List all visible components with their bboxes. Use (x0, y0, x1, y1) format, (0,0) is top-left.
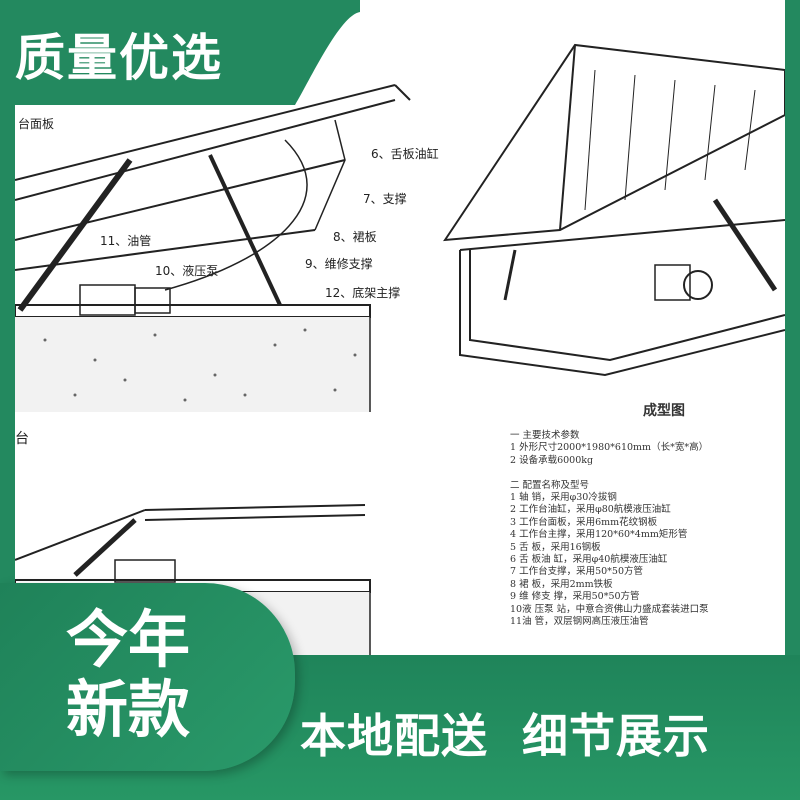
spec-list: 一 主要技术参数 1 外形尺寸2000*1980*610mm（长*宽*高） 2 … (510, 430, 709, 629)
label-11: 11、油管 (100, 234, 152, 248)
new-badge-line1: 今年 (65, 603, 190, 676)
spec-line: 2 工作台油缸，采用φ80航模液压油缸 (510, 504, 671, 516)
label-10: 10、液压泵 (155, 264, 219, 278)
spec-line: 8 裙 板，采用2mm铁板 (510, 578, 613, 590)
label-7: 7、支撑 (363, 192, 407, 206)
spec-line: 6 舌 板油 缸，采用φ40航模液压油缸 (510, 554, 668, 566)
perspective-view (443, 43, 785, 377)
spec-line: 二 配置名称及型号 (510, 479, 590, 491)
spec-line: 4 工作台主撑，采用120*60*4mm矩形管 (510, 529, 688, 541)
spec-line: 一 主要技术参数 (510, 430, 580, 441)
spec-line: 1 外形尺寸2000*1980*610mm（长*宽*高） (510, 442, 709, 454)
label-tai: 台 (15, 431, 29, 447)
spec-line: 3 工作台面板，采用6mm花纹钢板 (510, 516, 658, 528)
label-12: 12、底架主撑 (325, 286, 401, 300)
new-arrival-badge: 今年 新款 (0, 583, 295, 771)
spec-line: 7 工作台支撑，采用50*50方管 (510, 566, 643, 578)
top-banner-shape (0, 0, 360, 105)
label-6: 6、舌板油缸 (371, 147, 439, 161)
label-9: 9、维修支撑 (305, 257, 373, 271)
top-banner-text: 质量优选 (15, 29, 223, 87)
top-banner: 质量优选 (0, 0, 360, 105)
spec-line: 2 设备承载6000kg (510, 454, 594, 466)
label-panel: 台面板 (18, 117, 55, 131)
spec-line (510, 467, 709, 479)
figure-title: 成型图 (643, 403, 685, 419)
label-8: 8、裙板 (333, 230, 377, 244)
concrete-texture (43, 328, 357, 402)
spec-line: 9 维 修支 撑，采用50*50方管 (510, 591, 640, 603)
spec-line: 10液 压泵 站，中意合资佛山力盛成套装进口泵 (510, 603, 709, 615)
bottom-banner-text: 本地配送 细节展示 (300, 709, 711, 763)
spec-line: 1 轴 销，采用φ30冷拔钢 (510, 492, 617, 504)
spec-line: 11油 管，双层钢网高压液压油管 (510, 616, 649, 628)
side-view-top (15, 84, 411, 412)
new-badge-line2: 新款 (65, 673, 190, 746)
spec-line: 5 舌 板，采用16钢板 (510, 541, 601, 553)
